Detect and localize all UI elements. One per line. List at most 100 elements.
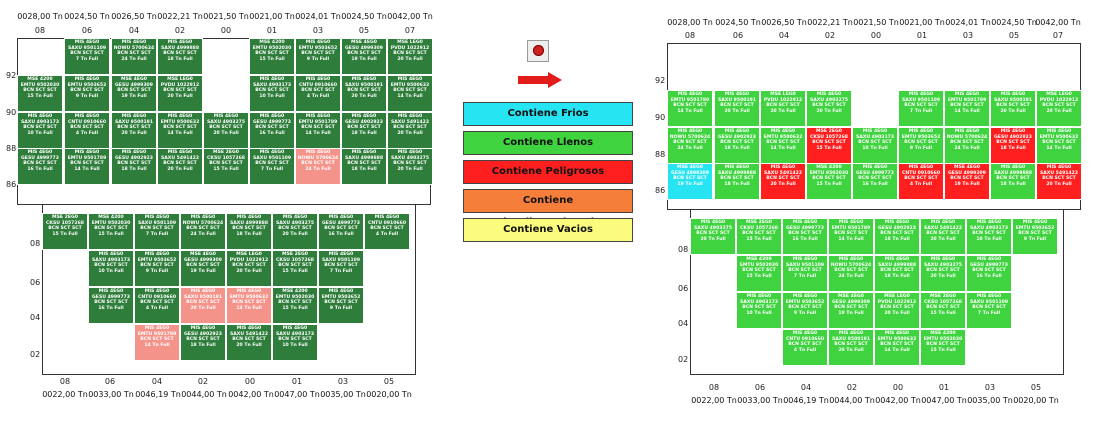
hazard-icon[interactable]	[527, 40, 549, 62]
